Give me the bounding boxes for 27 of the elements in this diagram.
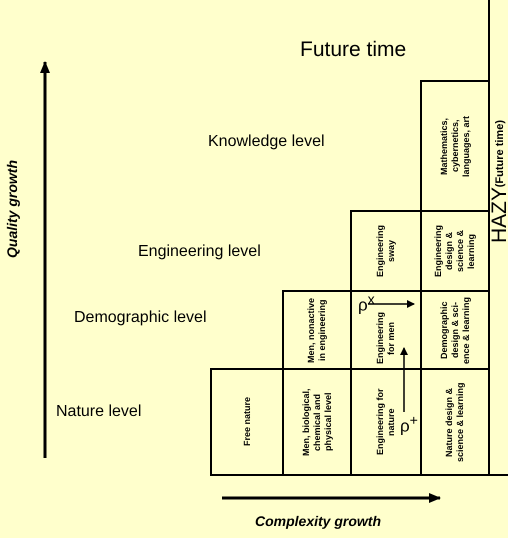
arrow xyxy=(400,347,408,412)
cell-text: Engineering for men xyxy=(375,312,397,364)
edge-label: ρ$^{+}$ xyxy=(400,413,418,437)
column-subtitle: (Future time) xyxy=(493,120,507,188)
grid-cell xyxy=(282,290,352,370)
cell-text: Free nature xyxy=(242,397,252,447)
grid-cell xyxy=(210,368,284,476)
axis-title: Complexity growth xyxy=(255,513,382,529)
grid-cell xyxy=(350,210,422,292)
cell-text: Engineering design & science & learning xyxy=(433,224,477,280)
column-title: HAZY xyxy=(490,187,508,244)
cell-text: Engineering for nature xyxy=(375,388,397,458)
heading: Future time xyxy=(300,38,406,62)
cell-text: Engineering sway xyxy=(375,224,397,280)
grid-cell xyxy=(420,80,490,212)
level-label: Nature level xyxy=(56,403,142,421)
cell-text: Mathematics, cybernetics, languages, art xyxy=(438,114,472,179)
level-label: Demographic level xyxy=(74,309,207,327)
cell-text: Men, biological, chemical and physical level xyxy=(300,387,334,458)
axis-title: Quality growth xyxy=(4,160,20,258)
arrow xyxy=(368,300,415,308)
cell-text: Men, nonactive in engineering xyxy=(306,296,328,365)
level-label: Engineering level xyxy=(138,243,261,261)
cell-text: Demographic design & sci- ence & learning xyxy=(438,295,472,365)
level-label: Knowledge level xyxy=(208,133,325,151)
future-column xyxy=(488,0,508,476)
cell-text: Nature design & science & learning xyxy=(444,381,466,464)
